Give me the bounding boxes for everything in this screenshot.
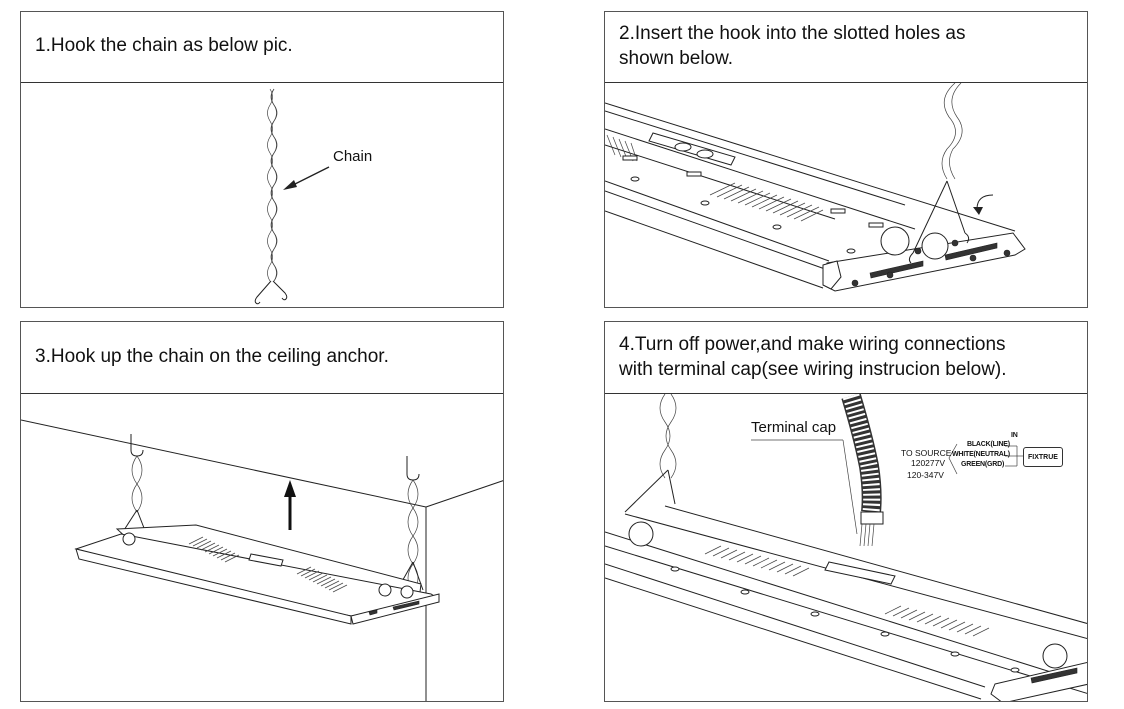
step-1-illustration: Chain (21, 83, 503, 307)
rotate-arrow-icon (973, 194, 994, 215)
terminal-cap-label: Terminal cap (751, 419, 837, 436)
step-3-header: 3.Hook up the chain on the ceiling ancho… (21, 322, 503, 394)
wiring-voltage-2: 120-347V (907, 470, 944, 480)
wiring-illustration (605, 394, 1087, 701)
wire-black-label: BLACK(LINE) (967, 441, 1010, 448)
chain-illustration (254, 88, 330, 305)
step-3-illustration (21, 394, 503, 701)
wiring-source-label: TO SOURCE (901, 448, 952, 458)
step-2-panel: 2.Insert the hook into the slotted holes… (604, 11, 1088, 308)
conduit-icon (841, 394, 884, 547)
terminal-cap-pointer (751, 439, 858, 535)
fixture-box: FIXTRUE (1023, 447, 1063, 467)
wiring-in-label: IN (1011, 432, 1018, 439)
chain-arrow-icon (283, 166, 330, 190)
up-arrow-icon (284, 480, 296, 530)
ceiling-mount-illustration (21, 419, 503, 701)
chain-label: Chain (333, 148, 373, 165)
fixture-icon (74, 524, 440, 625)
wire-white-label: WHITE(NEUTRAL) (952, 451, 1010, 458)
chain-icon (624, 394, 677, 513)
wire-green-label: GREEN(GRD) (961, 461, 1005, 468)
step-4-panel: 4.Turn off power,and make wiring connect… (604, 321, 1088, 702)
step-2-header: 2.Insert the hook into the slotted holes… (605, 12, 1087, 83)
hook-chain-icon (908, 83, 970, 264)
step-1-title: 1.Hook the chain as below pic. (35, 35, 293, 56)
step-2-title: 2.Insert the hook into the slotted holes… (619, 23, 966, 69)
wiring-voltage-1: 120277V (911, 458, 946, 468)
step-4-header: 4.Turn off power,and make wiring connect… (605, 322, 1087, 394)
fixture-icon (605, 102, 1026, 292)
step-2-illustration (605, 83, 1087, 307)
fixture-icon (605, 505, 1087, 701)
hook-insertion-illustration (605, 83, 1026, 292)
right-chain-icon (395, 456, 424, 593)
step-4-illustration: Terminal cap IN TO SOURCE 120277V 120-34… (605, 394, 1087, 701)
wiring-diagram (948, 443, 1023, 475)
chain-icon (254, 88, 288, 305)
step-4-title: 4.Turn off power,and make wiring connect… (619, 334, 1007, 380)
step-1-header: 1.Hook the chain as below pic. (21, 12, 503, 83)
step-3-panel: 3.Hook up the chain on the ceiling ancho… (20, 321, 504, 702)
step-3-title: 3.Hook up the chain on the ceiling ancho… (35, 346, 389, 367)
step-1-panel: 1.Hook the chain as below pic. Chain (20, 11, 504, 308)
